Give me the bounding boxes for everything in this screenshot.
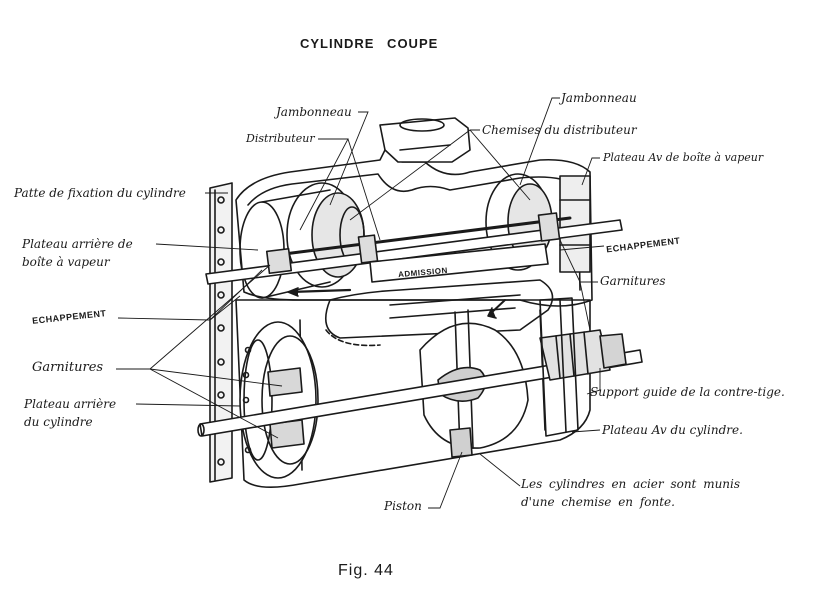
label-piston: Piston (384, 499, 422, 513)
front-cover-plate (539, 297, 579, 437)
label-note-line2: d'une chemise en fonte. (521, 495, 675, 509)
label-note-line1: Les cylindres en acier sont munis (521, 477, 741, 491)
label-plateau-av-boite: Plateau Av de boîte à vapeur (603, 151, 764, 164)
label-support-guide: Support guide de la contre-tige. (590, 385, 785, 399)
label-patte-fixation: Patte de fixation du cylindre (14, 186, 186, 200)
label-chemises-distributeur: Chemises du distributeur (482, 123, 637, 137)
label-plateau-arriere-cylindre-line2: du cylindre (24, 415, 93, 429)
label-plateau-arriere-boite-line2: boîte à vapeur (22, 255, 110, 269)
left-valve-chamber (239, 182, 365, 299)
label-garnitures-left: Garnitures (32, 360, 104, 375)
valve-spindle (205, 212, 623, 285)
admission-passage (287, 243, 554, 347)
main-cylinder-body (235, 299, 591, 488)
label-plateau-arriere-cylindre-line1: Plateau arrière (24, 397, 117, 411)
label-jambonneau-left: Jambonneau (276, 105, 352, 119)
label-jambonneau-right: Jambonneau (561, 91, 637, 105)
figure-title: CYLINDRE COUPE (300, 36, 439, 51)
label-plateau-av-cylindre: Plateau Av du cylindre. (602, 423, 743, 437)
mounting-flange-plate (209, 182, 233, 483)
figure-caption: Fig. 44 (338, 562, 394, 579)
label-plateau-arriere-boite-line1: Plateau arrière de (22, 237, 133, 251)
label-garnitures-right: Garnitures (600, 274, 666, 288)
leader-lines (116, 97, 605, 509)
label-distributeur: Distributeur (246, 132, 315, 145)
